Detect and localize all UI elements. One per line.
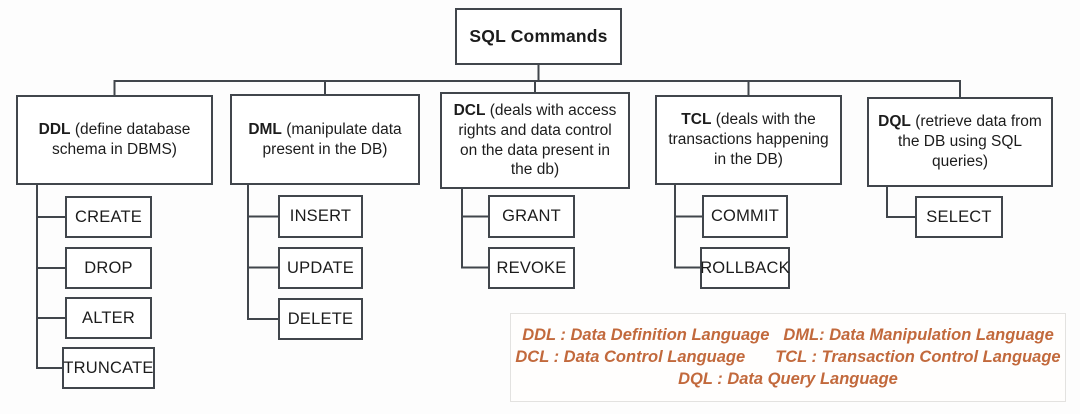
node-alter: ALTER — [65, 297, 152, 339]
legend-line-3: DQL : Data Query Language — [678, 370, 898, 389]
node-dql: DQL (retrieve data from the DB using SQL… — [867, 97, 1053, 187]
ddl-abbr: DDL — [38, 121, 71, 139]
tcl-desc: (deals with the transactions happening i… — [668, 111, 829, 168]
dcl-abbr: DCL — [453, 101, 486, 119]
legend-ddl: DDL : Data Definition Language — [522, 326, 770, 344]
create-label: CREATE — [75, 207, 142, 226]
select-label: SELECT — [926, 207, 992, 226]
node-select: SELECT — [915, 196, 1003, 238]
diagram-title: SQL Commands — [469, 26, 608, 46]
node-rollback: ROLLBACK — [700, 247, 790, 289]
node-grant: GRANT — [488, 195, 575, 238]
node-create: CREATE — [65, 196, 152, 238]
node-tcl-label: TCL (deals with the transactions happeni… — [664, 110, 833, 169]
node-sql-commands: SQL Commands — [455, 8, 622, 65]
ddl-desc: (define database schema in DBMS) — [52, 121, 191, 158]
dml-abbr: DML — [248, 120, 282, 138]
node-dql-label: DQL (retrieve data from the DB using SQL… — [876, 112, 1044, 171]
rollback-label: ROLLBACK — [700, 258, 790, 277]
update-label: UPDATE — [287, 258, 354, 277]
alter-label: ALTER — [82, 308, 135, 327]
node-truncate: TRUNCATE — [62, 347, 155, 389]
delete-label: DELETE — [287, 309, 354, 328]
node-commit: COMMIT — [702, 195, 788, 238]
revoke-label: REVOKE — [496, 258, 567, 277]
dql-desc: (retrieve data from the DB using SQL que… — [897, 113, 1042, 170]
node-drop: DROP — [65, 247, 152, 289]
legend-line-2: DCL : Data Control Language TCL : Transa… — [515, 348, 1060, 367]
node-insert: INSERT — [278, 195, 363, 238]
node-ddl-label: DDL (define database schema in DBMS) — [25, 120, 204, 160]
truncate-label: TRUNCATE — [63, 358, 154, 377]
legend-line-1: DDL : Data Definition Language DML: Data… — [522, 326, 1054, 345]
node-dcl: DCL (deals with access rights and data c… — [440, 92, 630, 189]
node-dcl-label: DCL (deals with access rights and data c… — [449, 101, 621, 180]
node-delete: DELETE — [278, 298, 363, 340]
node-revoke: REVOKE — [488, 247, 575, 289]
legend-box: DDL : Data Definition Language DML: Data… — [510, 313, 1066, 402]
dcl-desc: (deals with access rights and data contr… — [458, 101, 617, 179]
insert-label: INSERT — [289, 207, 352, 225]
dql-abbr: DQL — [878, 113, 911, 131]
grant-label: GRANT — [502, 207, 561, 225]
node-tcl: TCL (deals with the transactions happeni… — [655, 95, 842, 185]
legend-tcl: TCL : Transaction Control Language — [775, 348, 1061, 366]
node-dml-label: DML (manipulate data present in the DB) — [239, 120, 411, 160]
legend-dcl: DCL : Data Control Language — [515, 348, 746, 366]
node-update: UPDATE — [278, 247, 363, 289]
node-ddl: DDL (define database schema in DBMS) — [16, 95, 213, 185]
drop-label: DROP — [84, 258, 133, 277]
node-dml: DML (manipulate data present in the DB) — [230, 94, 420, 185]
legend-dml: DML: Data Manipulation Language — [783, 326, 1054, 344]
tcl-abbr: TCL — [681, 111, 712, 129]
dml-desc: (manipulate data present in the DB) — [262, 120, 402, 158]
commit-label: COMMIT — [710, 207, 780, 225]
legend-dql: DQL : Data Query Language — [678, 370, 898, 388]
